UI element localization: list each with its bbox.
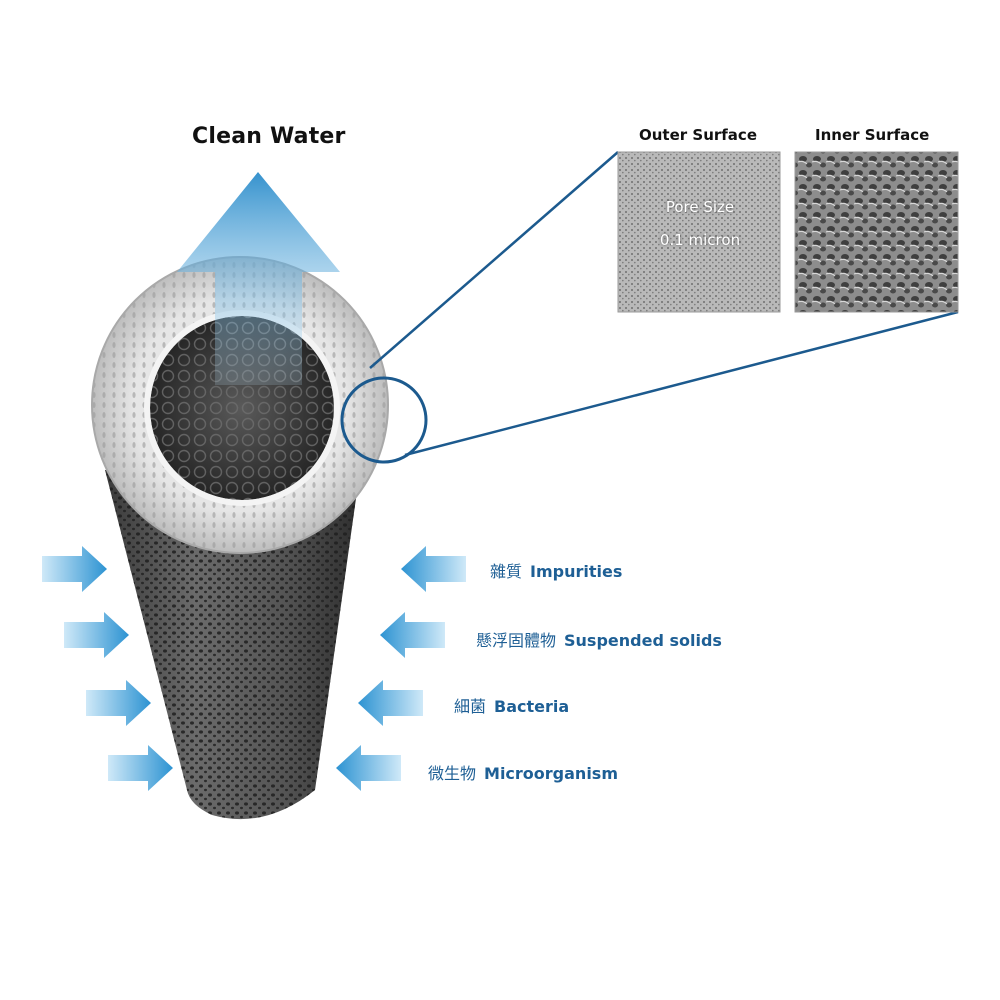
outer-surface-image — [617, 151, 781, 313]
filter-tube — [105, 470, 360, 820]
right-arrows — [336, 546, 466, 791]
label-bacteria-en: Bacteria — [494, 697, 570, 716]
pore-size-value: 0.1 micron — [659, 231, 741, 249]
arrow-right-1 — [42, 546, 107, 592]
outer-surface-title: Outer Surface — [639, 126, 757, 144]
clean-water-title: Clean Water — [192, 124, 346, 149]
arrow-left-2 — [380, 612, 445, 658]
label-microorganism-cjk: 微生物 — [428, 764, 477, 783]
arrow-left-1 — [401, 546, 466, 592]
label-impurities: 雜質 Impurities — [490, 558, 622, 582]
label-microorganism: 微生物 Microorganism — [428, 760, 618, 784]
inner-surface-title: Inner Surface — [815, 126, 930, 144]
arrow-left-3 — [358, 680, 423, 726]
label-bacteria-cjk: 細菌 — [454, 697, 487, 716]
pore-size-label: Pore Size — [665, 198, 735, 216]
clean-water-arrow — [177, 172, 340, 385]
arrow-left-4 — [336, 745, 401, 791]
label-microorganism-en: Microorganism — [484, 764, 618, 783]
label-impurities-en: Impurities — [530, 562, 623, 581]
left-arrows — [42, 546, 173, 791]
label-impurities-cjk: 雜質 — [490, 562, 523, 581]
inner-surface-image — [794, 151, 959, 313]
arrow-right-4 — [108, 745, 173, 791]
arrow-right-2 — [64, 612, 129, 658]
arrow-right-3 — [86, 680, 151, 726]
label-suspended-solids: 懸浮固體物 Suspended solids — [476, 627, 722, 651]
label-suspended-solids-en: Suspended solids — [564, 631, 722, 650]
label-bacteria: 細菌 Bacteria — [454, 693, 569, 717]
magnifier-callout — [340, 151, 959, 464]
label-suspended-solids-cjk: 懸浮固體物 — [476, 631, 557, 650]
